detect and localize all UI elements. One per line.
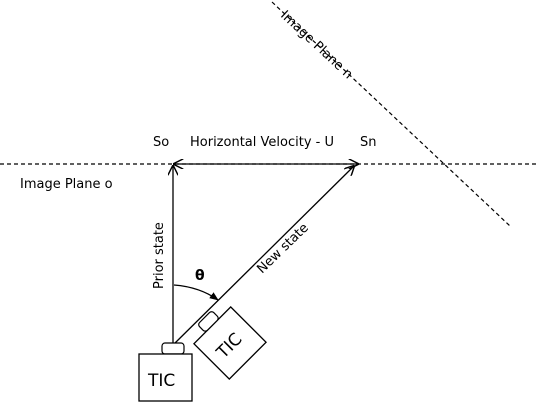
theta-arc bbox=[173, 284, 219, 301]
s-n-label: Sn bbox=[360, 135, 377, 150]
new-state-label: New state bbox=[254, 221, 311, 277]
horizontal-velocity-label: Horizontal Velocity - U bbox=[190, 135, 334, 150]
s-o-label: So bbox=[153, 135, 169, 150]
image-plane-o-label: Image Plane o bbox=[20, 177, 113, 192]
theta-label: θ bbox=[195, 268, 205, 284]
camera-prior-icon: TIC bbox=[138, 342, 193, 402]
prior-state-label: Prior state bbox=[152, 222, 167, 289]
new-state-arrow bbox=[172, 166, 354, 346]
camera-prior-label: TIC bbox=[147, 371, 175, 391]
camera-new-icon: TIC bbox=[193, 306, 267, 380]
image-plane-n-line bbox=[271, 1, 511, 227]
image-plane-n-label: Image Plane n bbox=[277, 8, 355, 82]
